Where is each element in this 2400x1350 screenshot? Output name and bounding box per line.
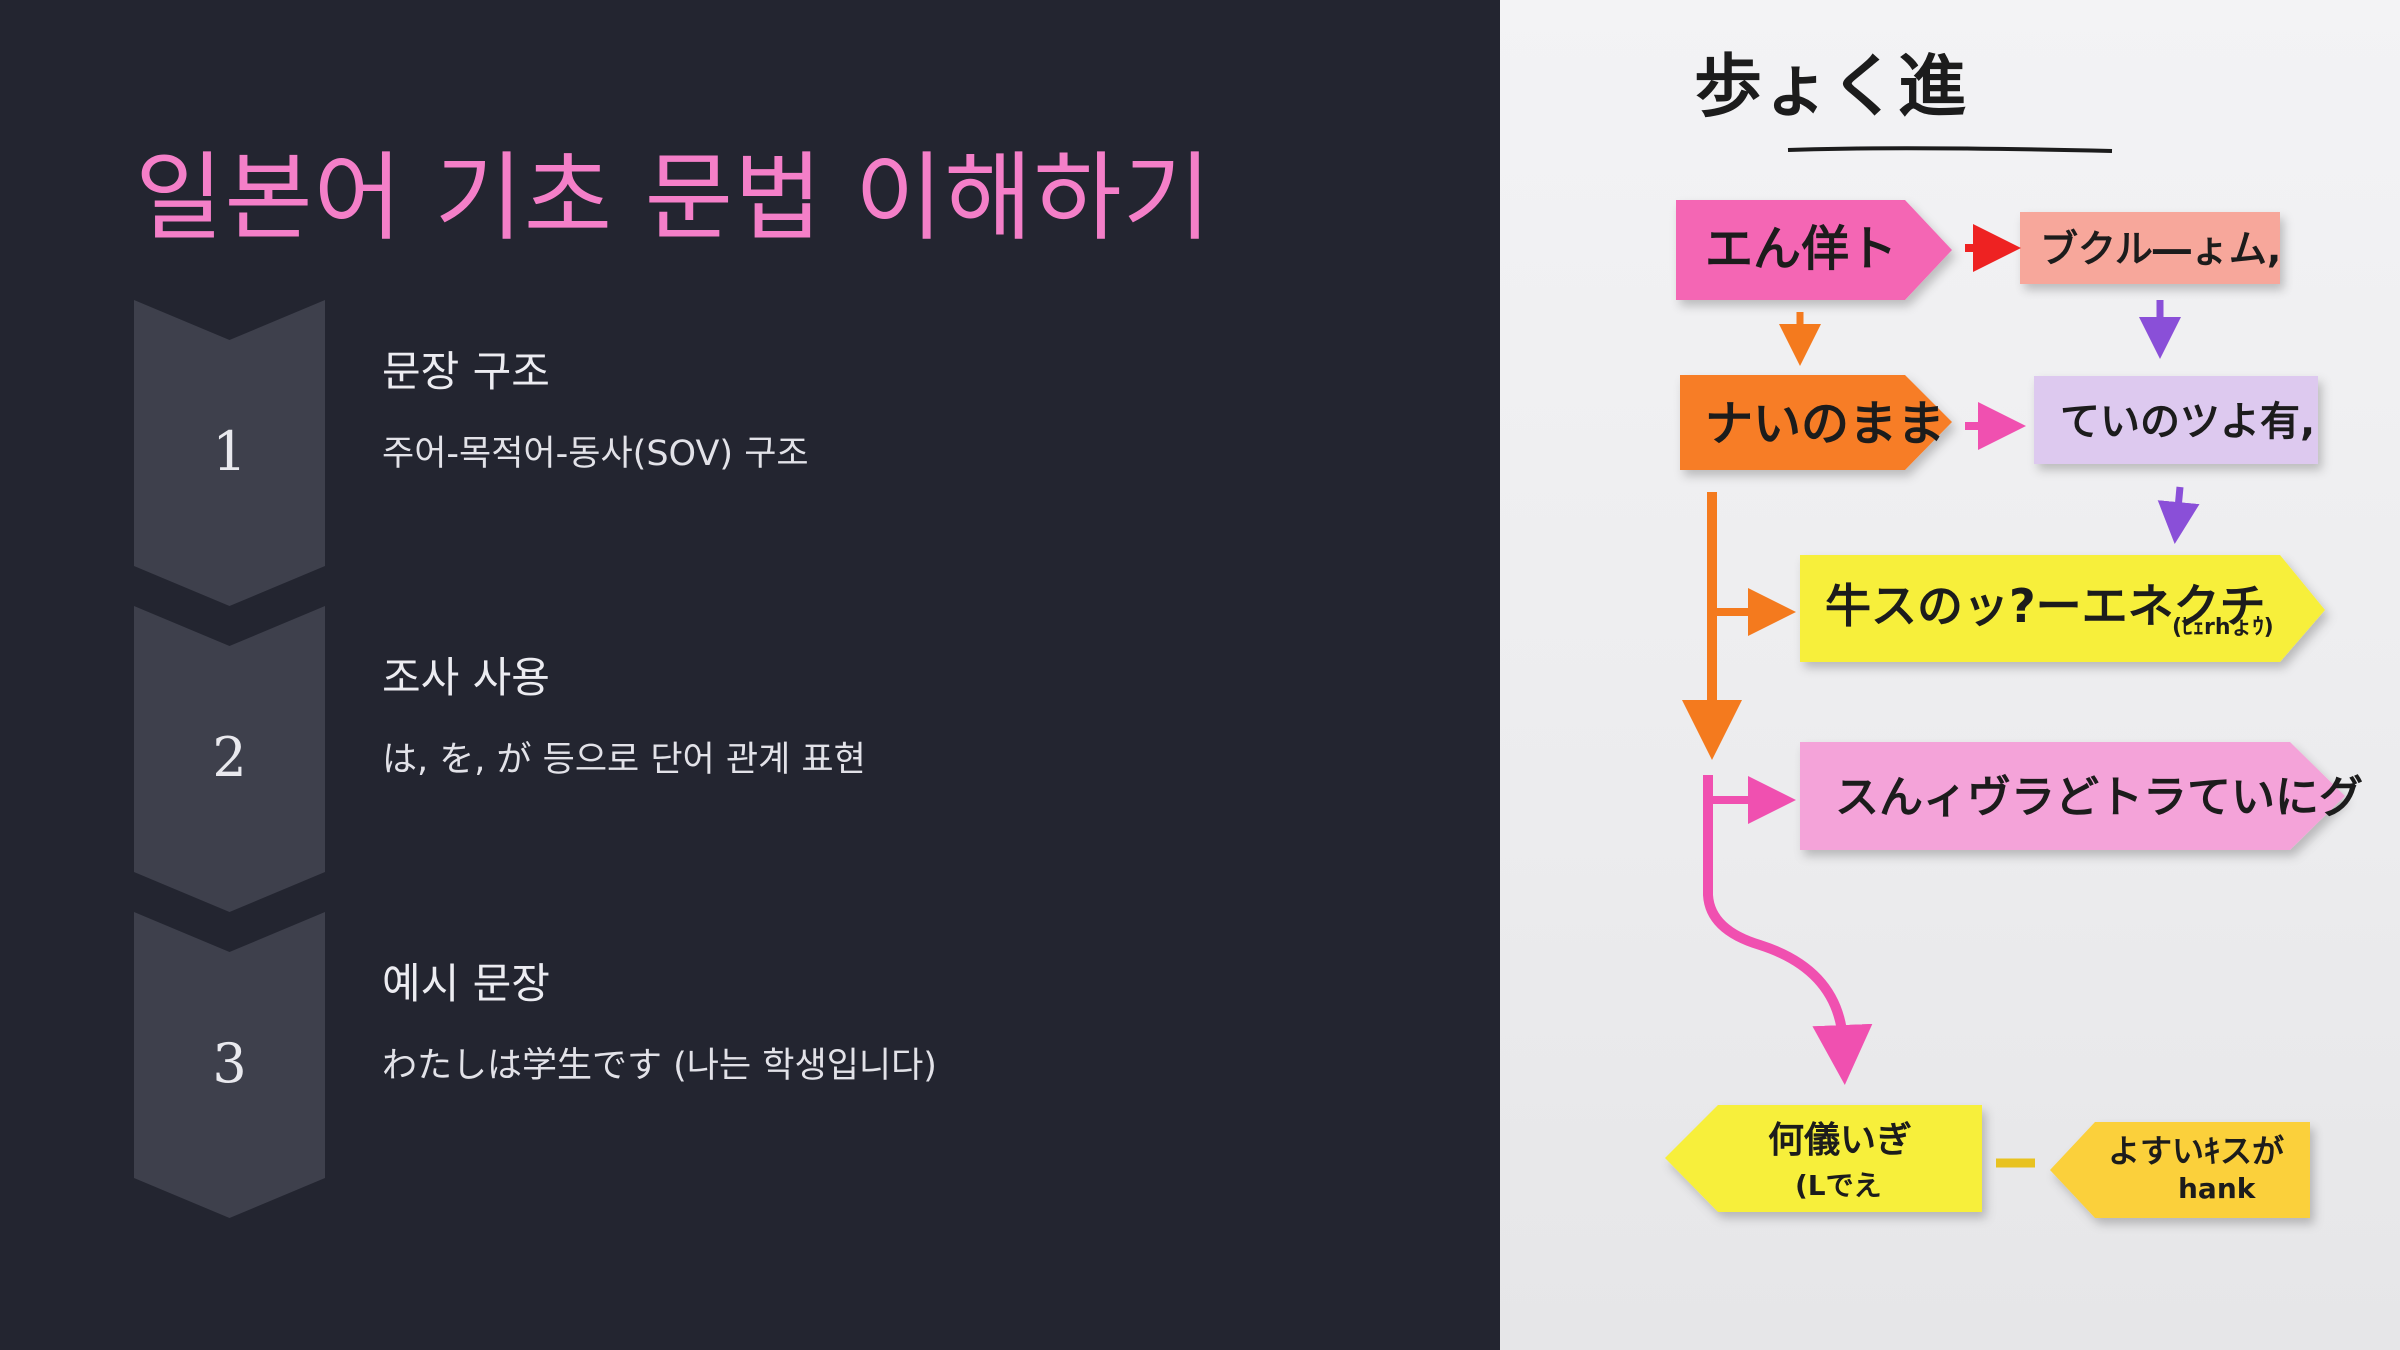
sticky-note-flowchart-image: 歩ょく進 エん佯ト ブクル―ょム, ナいのまま ていのツよ有, 牛スのッ?ーエネ… [1500, 0, 2400, 1350]
note-3 [1680, 375, 1952, 470]
slide-content: 일본어 기초 문법 이해하기 1 문장 구조 주어-목적어-동사(SOV) 구조… [134, 142, 1213, 1218]
step-1-number: 1 [212, 420, 247, 483]
step-3-heading: 예시 문장 [382, 959, 550, 1008]
step-2-chevron [134, 606, 325, 912]
arrow-4-to-5 [2157, 486, 2200, 544]
note-8-text: よすいｷスが [2108, 1132, 2284, 1170]
step-2-heading: 조사 사용 [382, 653, 550, 702]
note-4 [2034, 376, 2318, 464]
step-1-chevron [134, 300, 325, 606]
note-7-text: 何儀いぎ [1768, 1120, 1912, 1161]
note-1 [1676, 200, 1952, 300]
step-3-description: わたしは学生です (나는 학생입니다) [382, 1046, 937, 1086]
note-6 [1800, 742, 2345, 850]
note-1-text: エん佯ト [1705, 221, 1897, 277]
note-5-subtext: (ﾋｪrhょｳ) [2172, 615, 2274, 640]
note-7 [1665, 1105, 1982, 1212]
note-3-text: ナいのまま [1705, 396, 1945, 452]
note-4-text: ていのツよ有, [2060, 399, 2315, 445]
step-2-number: 2 [212, 726, 247, 789]
note-5 [1800, 555, 2325, 662]
arrow-to-note-7 [1703, 775, 1873, 1085]
step-3-chevron [134, 912, 325, 1218]
slide-title: 일본어 기초 문법 이해하기 [135, 142, 1213, 254]
title-underline [1787, 146, 2113, 153]
note-7-subtext: (Lでえ [1795, 1169, 1882, 1202]
step-3-number: 3 [212, 1032, 247, 1095]
note-8 [2050, 1122, 2310, 1218]
note-8-subtext: hank [2178, 1172, 2257, 1205]
step-1-heading: 문장 구조 [382, 347, 550, 396]
note-6-text: スんィヴラどトラていにグ [1835, 772, 2363, 823]
step-1-description: 주어-목적어-동사(SOV) 구조 [382, 434, 809, 474]
flowchart-svg: 歩ょく進 エん佯ト ブクル―ょム, ナいのまま ていのツよ有, 牛スのッ?ーエネ… [1665, 48, 2363, 1218]
note-2 [2020, 212, 2280, 284]
step-2-description: は, を, が 등으로 단어 관계 표현 [382, 740, 866, 780]
note-5-text: 牛スのッ?ーエネクチ [1825, 579, 2266, 633]
note-2-text: ブクル―ょム, [2040, 227, 2281, 271]
illustration-title: 歩ょく進 [1694, 48, 1966, 127]
